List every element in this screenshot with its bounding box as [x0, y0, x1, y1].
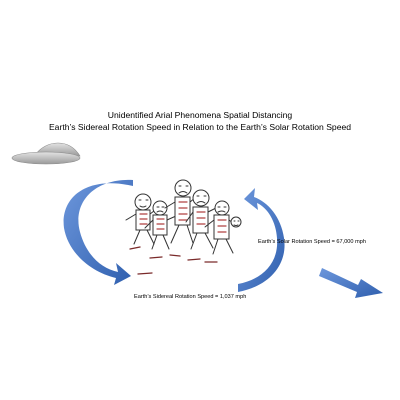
figure-3 [164, 179, 201, 244]
direction-arrow [319, 268, 383, 298]
figure-5 [204, 200, 242, 255]
diagram-title-line1: Unidentified Arial Phenomena Spatial Dis… [107, 110, 293, 120]
diagram-title-line2: Earth’s Sidereal Rotation Speed in Relat… [48, 122, 352, 132]
figure-1 [125, 193, 159, 245]
solar-rotation-speed-label: Earth’s Solar Rotation Speed = 67,000 mp… [258, 239, 366, 245]
right-rotation-arrow [238, 188, 285, 292]
left-rotation-arrow [63, 179, 134, 285]
figure-2 [144, 200, 177, 250]
figure-4 [185, 189, 219, 250]
sidereal-rotation-speed-label: Earth’s Sidereal Rotation Speed = 1,037 … [134, 294, 247, 300]
running-figures [125, 179, 242, 275]
ufo-icon [11, 142, 81, 165]
